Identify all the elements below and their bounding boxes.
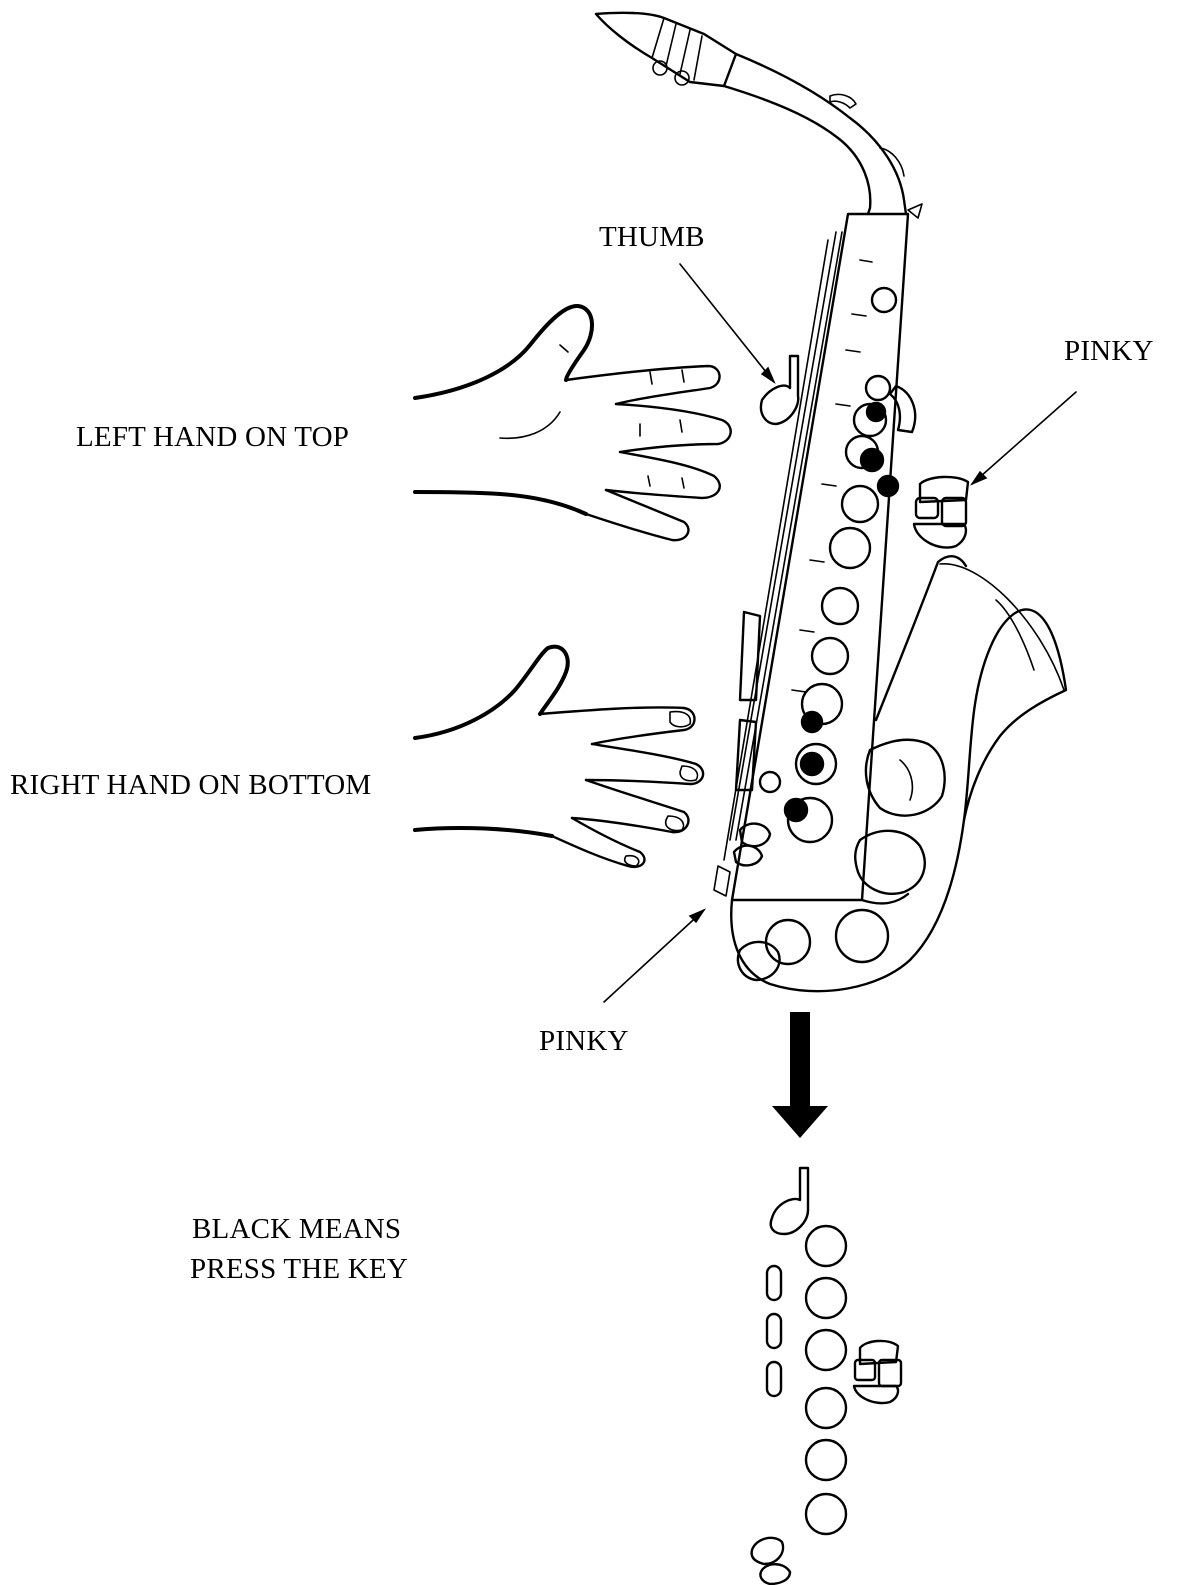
big-down-arrow [772,1012,828,1138]
main-key-6 [806,1494,846,1534]
right-hand-drawing [415,647,703,867]
annotation-arrows [604,264,1076,1002]
pinky-label-bottom: PINKY [539,1024,629,1059]
legend-line-1: BLACK MEANS [192,1212,401,1247]
pinky-label-top: PINKY [1064,334,1154,369]
right-hand-label: RIGHT HAND ON BOTTOM [10,768,371,803]
main-key-2 [806,1278,846,1318]
main-key-1 [806,1226,846,1266]
main-key-5 [806,1440,846,1480]
left-pinky-key-cluster [914,477,968,548]
main-key-4 [806,1388,846,1428]
legend-line-2: PRESS THE KEY [190,1252,408,1287]
left-hand-drawing [415,306,731,540]
thumb-label: THUMB [599,220,705,255]
left-hand-label: LEFT HAND ON TOP [76,420,349,455]
saxophone [596,13,1066,991]
thumb-key-pointer [761,356,798,424]
fingering-diagram [752,1168,901,1584]
main-key-3 [806,1330,846,1370]
